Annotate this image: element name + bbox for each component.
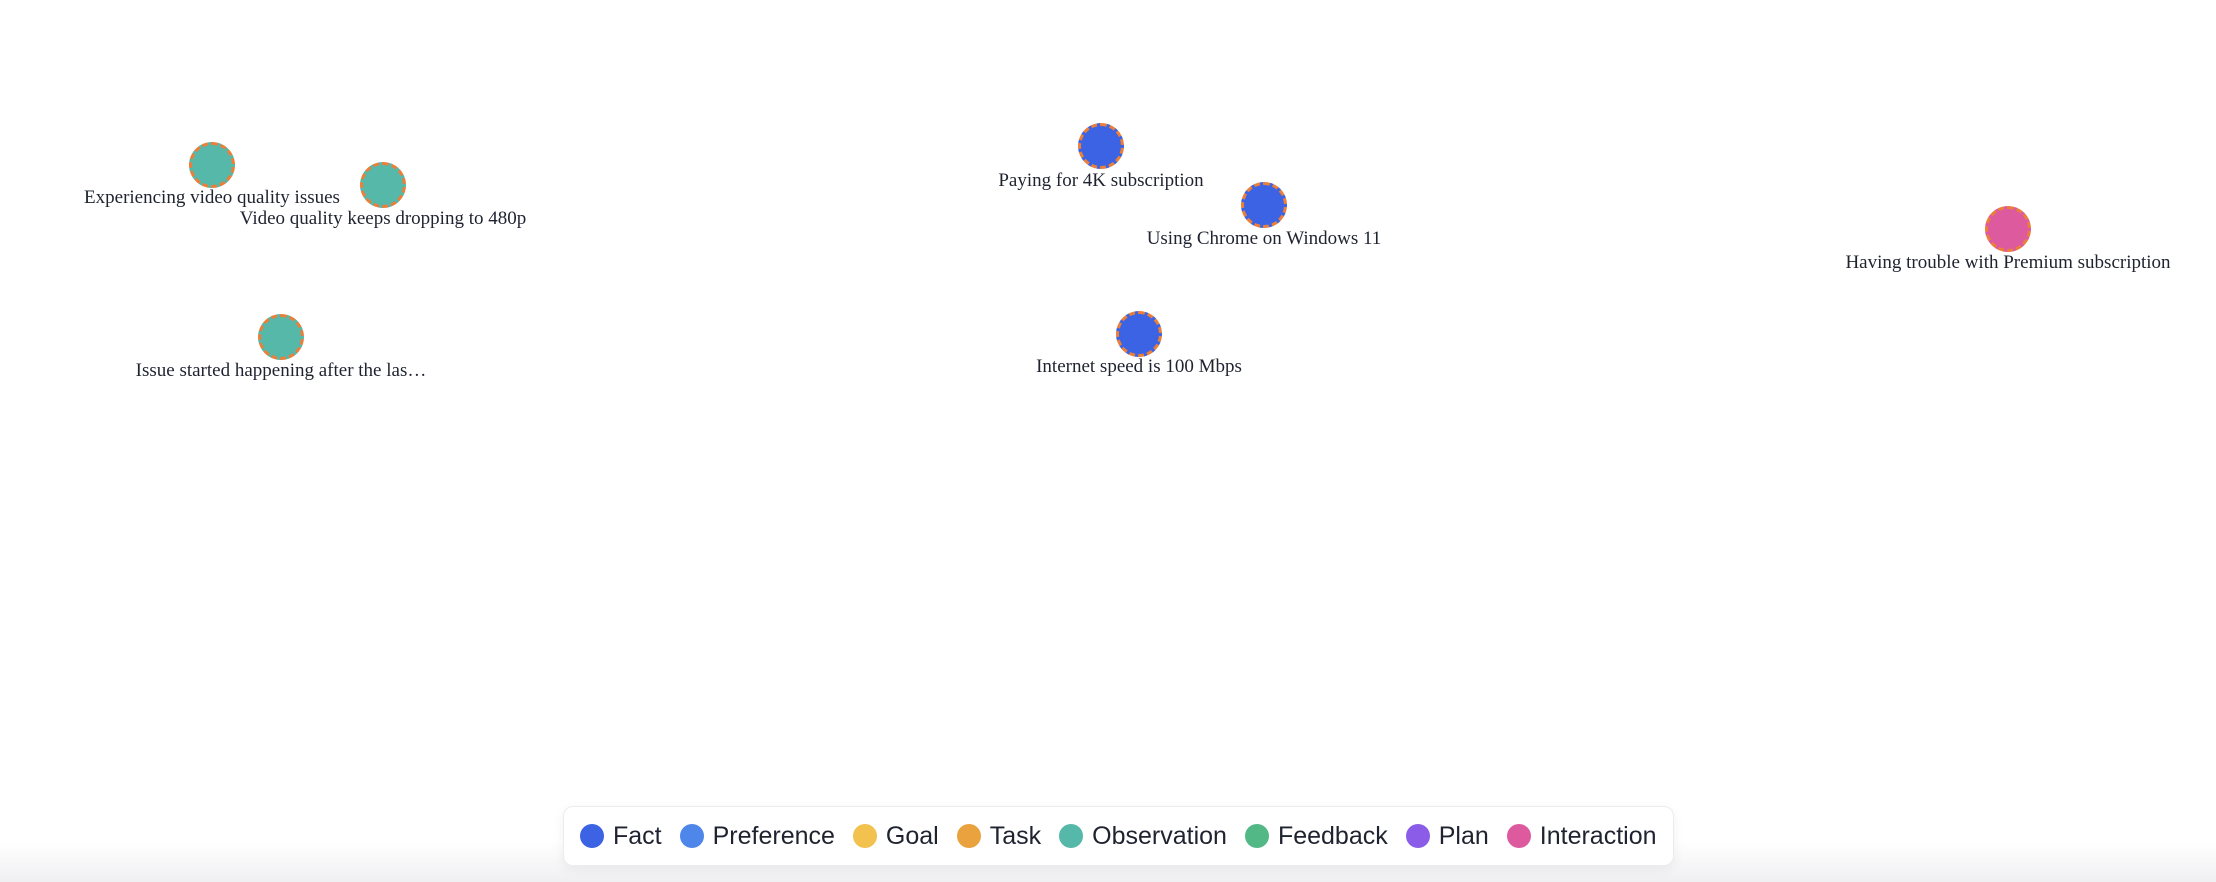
task-swatch-icon (956, 824, 981, 848)
node-circle-icon[interactable] (189, 142, 235, 188)
node-circle-icon[interactable] (258, 314, 304, 360)
preference-swatch-icon (679, 824, 704, 848)
legend-label: Feedback (1277, 821, 1388, 850)
node-label: Using Chrome on Windows 11 (1146, 228, 1382, 249)
legend-item-task[interactable]: Task (956, 821, 1042, 851)
fact-swatch-icon (580, 824, 604, 848)
node-label: Issue started happening after the las… (135, 360, 427, 381)
legend-label: Fact (613, 821, 662, 850)
goal-swatch-icon (852, 824, 877, 848)
node-circle-icon[interactable] (1116, 311, 1162, 357)
legend-item-preference[interactable]: Preference (679, 821, 835, 851)
legend-label: Observation (1092, 821, 1227, 850)
legend-item-feedback[interactable]: Feedback (1244, 821, 1388, 851)
legend-item-fact[interactable]: Fact (580, 822, 662, 851)
legend-item-observation[interactable]: Observation (1059, 822, 1227, 851)
node-label: Video quality keeps dropping to 480p (239, 208, 527, 229)
node-label: Experiencing video quality issues (84, 187, 340, 208)
node-circle-icon[interactable] (1078, 123, 1124, 169)
legend-label: Interaction (1539, 821, 1657, 850)
legend-label: Plan (1438, 821, 1489, 850)
node-circle-icon[interactable] (360, 162, 406, 208)
legend: Fact Preference Goal Task Observation Fe… (563, 806, 1674, 866)
plan-swatch-icon (1405, 824, 1430, 848)
node-label: Having trouble with Premium subscription (1845, 252, 2171, 273)
legend-label: Task (989, 821, 1042, 850)
feedback-swatch-icon (1244, 824, 1269, 848)
node-circle-icon[interactable] (1985, 206, 2031, 252)
interaction-swatch-icon (1506, 824, 1531, 848)
legend-item-plan[interactable]: Plan (1405, 821, 1489, 851)
legend-label: Preference (712, 821, 835, 850)
node-circle-icon[interactable] (1241, 182, 1287, 228)
node-label: Paying for 4K subscription (998, 170, 1204, 191)
node-label: Internet speed is 100 Mbps (1036, 356, 1242, 377)
legend-item-goal[interactable]: Goal (852, 821, 939, 851)
legend-item-interaction[interactable]: Interaction (1506, 821, 1657, 851)
legend-label: Goal (885, 821, 939, 850)
observation-swatch-icon (1059, 824, 1084, 848)
